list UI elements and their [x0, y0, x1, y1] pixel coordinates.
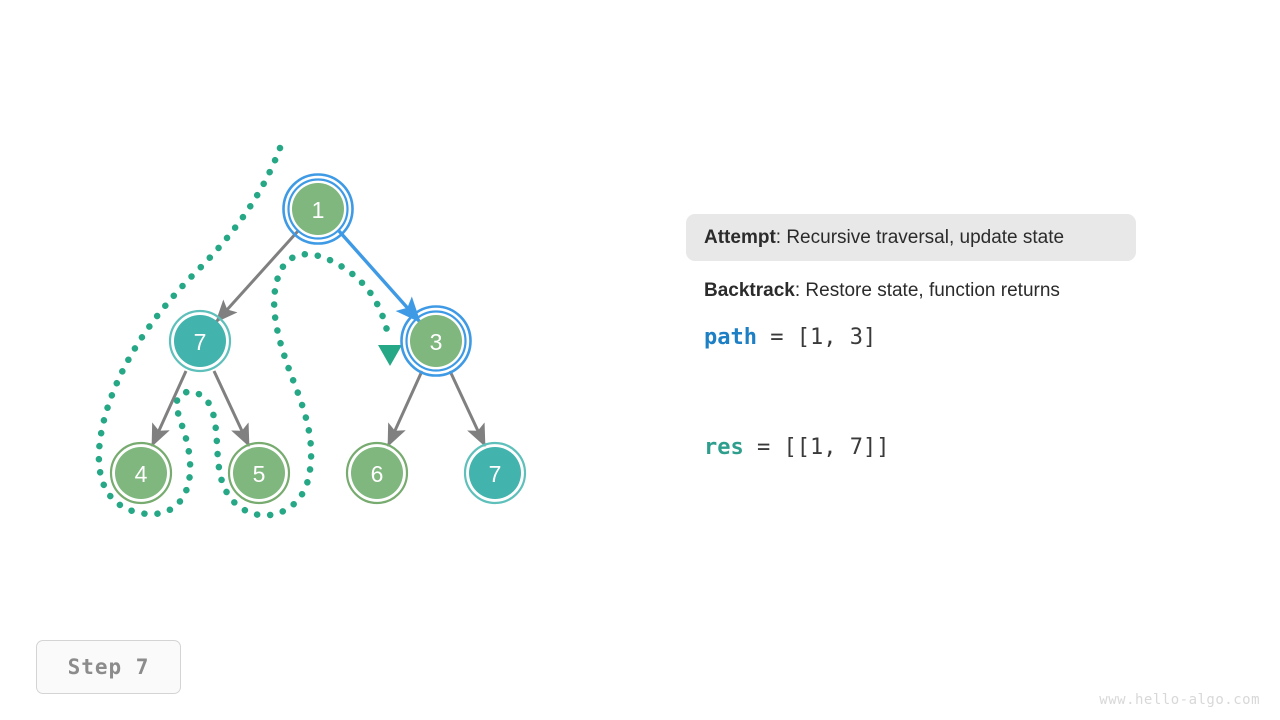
res-value: [[1, 7]] [783, 435, 890, 460]
tree-node-1-label: 1 [312, 197, 325, 223]
tree-node-4-label: 4 [135, 461, 148, 487]
edge-1-to-3 [337, 229, 422, 324]
edge-1-to-7 [214, 229, 300, 324]
tree-node-7-right-label: 7 [489, 461, 502, 487]
tree-diagram-panel: 1 7 3 4 5 6 [95, 144, 527, 519]
tree-node-4[interactable]: 4 [109, 441, 173, 505]
state-info-panel: Attempt: Recursive traversal, update sta… [686, 214, 1206, 460]
backtrack-description-row: Backtrack: Restore state, function retur… [686, 281, 1206, 300]
tree-edges [150, 229, 487, 447]
path-value: [1, 3] [796, 325, 877, 350]
path-variable-name: path [704, 325, 757, 350]
path-assign-operator: = [756, 325, 797, 350]
tree-node-5[interactable]: 5 [227, 441, 291, 505]
tree-node-3-label: 3 [430, 329, 443, 355]
path-state-row: path = [1, 3] [686, 325, 1206, 350]
res-state-row: res = [[1, 7]] [686, 435, 1206, 460]
tree-node-5-label: 5 [253, 461, 266, 487]
res-assign-operator: = [743, 435, 784, 460]
attempt-description-row: Attempt: Recursive traversal, update sta… [686, 214, 1136, 261]
step-badge: Step 7 [36, 640, 181, 694]
trace-arrowhead-icon [378, 345, 402, 366]
attempt-label: Attempt [704, 227, 776, 248]
traversal-trace-path [95, 144, 402, 519]
tree-node-1[interactable]: 1 [282, 173, 354, 245]
edge-3-to-6 [386, 370, 424, 447]
backtrack-text: : Restore state, function returns [794, 280, 1060, 301]
tree-node-3[interactable]: 3 [400, 305, 472, 377]
res-variable-name: res [704, 435, 744, 460]
tree-node-7-left-label: 7 [194, 329, 207, 355]
tree-node-7-right[interactable]: 7 [463, 441, 527, 505]
edge-7-to-4 [150, 370, 188, 447]
tree-node-6-label: 6 [371, 461, 384, 487]
tree-node-6[interactable]: 6 [345, 441, 409, 505]
binary-tree-svg: 1 7 3 4 5 6 [95, 144, 527, 519]
tree-node-7-left[interactable]: 7 [168, 309, 232, 373]
edge-7-to-5 [212, 370, 251, 447]
site-watermark: www.hello-algo.com [1099, 692, 1260, 708]
attempt-text: : Recursive traversal, update state [775, 227, 1065, 248]
edge-3-to-7 [448, 370, 487, 447]
backtrack-label: Backtrack [704, 280, 795, 301]
